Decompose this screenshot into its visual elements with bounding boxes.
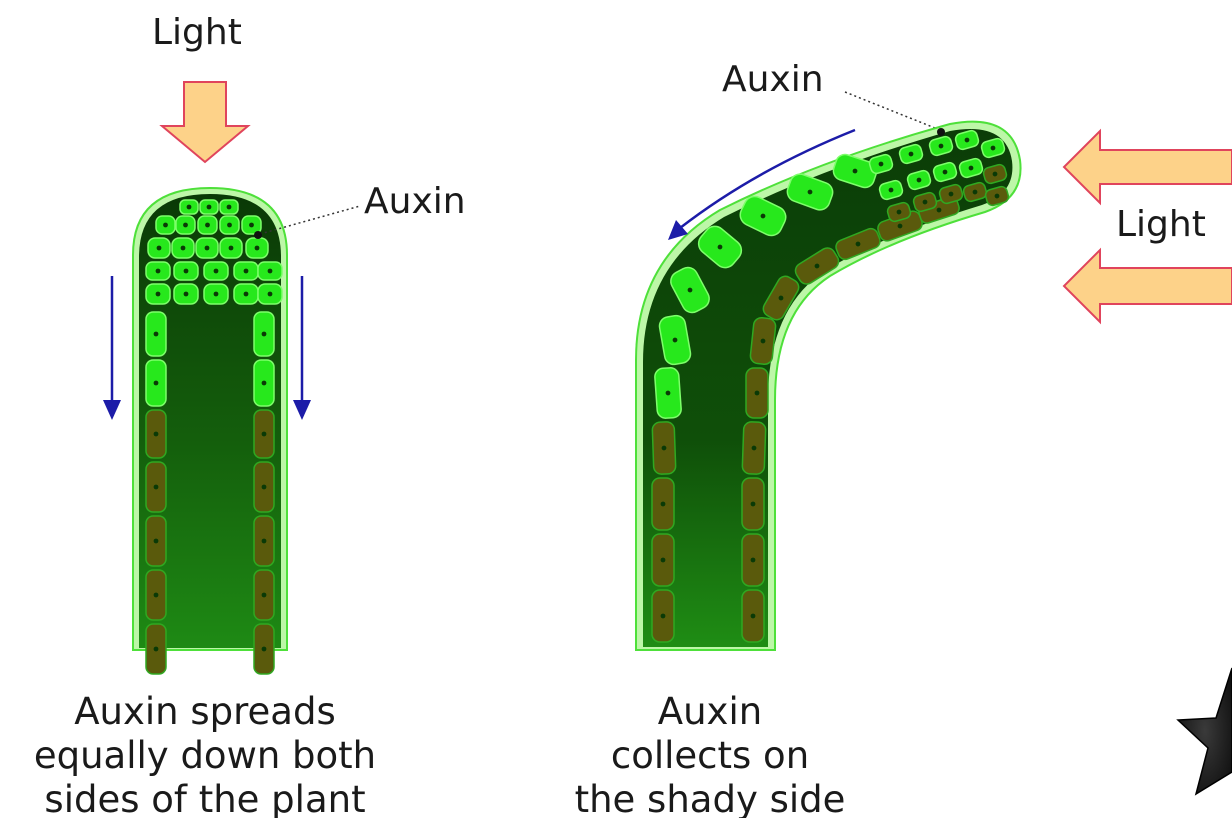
- cell: [172, 238, 194, 258]
- cell: [180, 200, 198, 214]
- cell: [176, 216, 195, 234]
- left-caption-line-2: equally down both: [34, 734, 376, 777]
- cell: [198, 216, 217, 234]
- cell: [204, 284, 228, 304]
- cell: [204, 262, 228, 280]
- auxin-dot: [937, 128, 945, 136]
- cell: [148, 238, 170, 258]
- cell: [146, 284, 170, 304]
- cell: [652, 590, 674, 642]
- cell: [652, 534, 674, 586]
- cell: [254, 360, 274, 406]
- cell: [200, 200, 218, 214]
- bent-stem: [636, 122, 1021, 650]
- cell: [220, 200, 238, 214]
- cell: [146, 312, 166, 356]
- direction-arrow-icon: [293, 276, 311, 420]
- cell: [254, 516, 274, 566]
- cell: [220, 216, 239, 234]
- auxin-pointer: [845, 92, 940, 130]
- cell: [146, 624, 166, 674]
- left-panel: Light Auxin Auxin spreads equ: [34, 12, 466, 818]
- cell: [742, 534, 764, 586]
- light-arrow-icon: [1064, 250, 1232, 322]
- cell: [652, 478, 674, 530]
- cell: [258, 262, 282, 280]
- right-caption-line-1: Auxin: [658, 690, 762, 733]
- left-auxin-label: Auxin: [364, 181, 466, 222]
- cell: [742, 590, 764, 642]
- right-auxin-label: Auxin: [722, 59, 824, 100]
- cell: [258, 284, 282, 304]
- straight-stem: [133, 188, 287, 674]
- right-panel: Auxin Light Auxin collects on the shady …: [575, 59, 1232, 818]
- cell: [254, 462, 274, 512]
- light-arrow-icon: [1064, 131, 1232, 203]
- cell: [254, 410, 274, 458]
- left-caption-line-1: Auxin spreads: [74, 690, 336, 733]
- cell: [174, 262, 198, 280]
- cell: [220, 238, 242, 258]
- cell: [234, 262, 258, 280]
- cell: [254, 570, 274, 620]
- cell: [742, 422, 766, 475]
- cell: [654, 367, 681, 419]
- cell: [174, 284, 198, 304]
- cell: [246, 238, 268, 258]
- cell: [742, 478, 764, 530]
- cell: [234, 284, 258, 304]
- cell: [254, 624, 274, 674]
- cell: [652, 422, 676, 475]
- right-light-label: Light: [1116, 204, 1206, 245]
- cell: [146, 360, 166, 406]
- cell: [156, 216, 175, 234]
- cell: [146, 262, 170, 280]
- right-caption-line-3: the shady side: [575, 778, 846, 818]
- star-icon: [1178, 668, 1232, 794]
- light-arrow-icon: [162, 82, 248, 162]
- cell: [746, 368, 768, 418]
- cell: [146, 570, 166, 620]
- cell: [146, 410, 166, 458]
- direction-arrow-icon: [103, 276, 121, 420]
- left-light-label: Light: [152, 12, 242, 53]
- auxin-dot: [254, 231, 262, 239]
- cell: [750, 317, 777, 365]
- right-caption-line-2: collects on: [611, 734, 809, 777]
- cell: [196, 238, 218, 258]
- cell: [146, 516, 166, 566]
- cell: [254, 312, 274, 356]
- left-caption-line-3: sides of the plant: [44, 778, 365, 818]
- cell: [146, 462, 166, 512]
